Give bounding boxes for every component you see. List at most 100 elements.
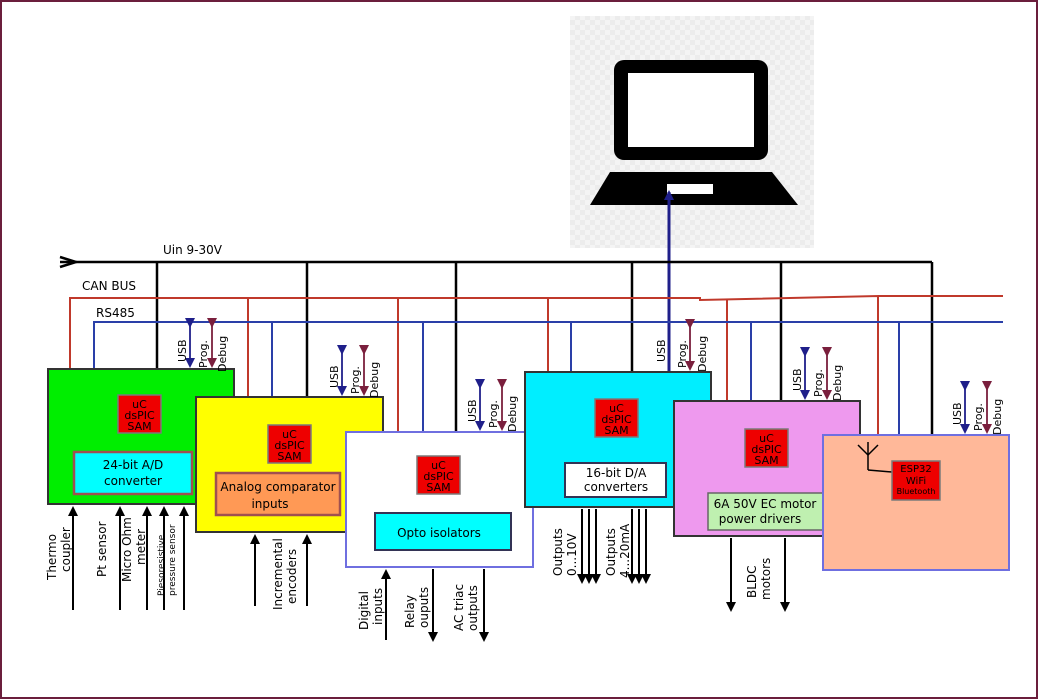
prog-label: Prog. [349, 366, 362, 394]
opto-io-ouputs: ouputs [417, 587, 431, 628]
mcu-label-2: dsPIC [423, 470, 454, 483]
module-opto: uC dsPIC SAM Opto isolators [345, 431, 534, 568]
can-bus [69, 294, 1003, 435]
prog-label: Prog. [812, 369, 825, 397]
comparator-function-line2: inputs [251, 497, 288, 511]
dac-usb-prog: USB Prog. Debug [655, 319, 709, 372]
motor-output-arrows [726, 538, 790, 612]
comparator-function-line1: Analog comparator [220, 480, 335, 494]
debug-label: Debug [696, 336, 709, 372]
laptop-icon [570, 16, 814, 248]
encoders-label-1: Incremental [271, 538, 285, 610]
mcu-label-1: uC [431, 459, 446, 472]
rs485-bus [93, 321, 1003, 435]
dac-output-range-2: 4...20mA [618, 523, 632, 578]
opto-io-relay: Relay [403, 595, 417, 628]
adc-usb-prog: USB Prog. Debug [176, 318, 229, 372]
dac-output-label-1: Outputs [551, 528, 565, 576]
uin-label: Uin 9-30V [163, 243, 223, 257]
opto-io-digital: Digital [357, 591, 371, 630]
motor-function-line2: power drivers [719, 512, 801, 526]
adc-function-box [72, 450, 194, 496]
debug-label: Debug [831, 365, 844, 401]
dac-function-box [564, 462, 667, 498]
dac-function-line2: converters [584, 480, 648, 494]
dac-output-range-1: 0...10V [565, 533, 579, 576]
adc-input-coupler: coupler [59, 527, 73, 572]
motor-usb-prog: USB Prog. Debug [791, 347, 844, 401]
mcu-label-1: uC [132, 398, 147, 411]
opto-io-inputs: inputs [371, 588, 385, 625]
mcu-label-3: SAM [127, 420, 151, 433]
usb-label: USB [951, 402, 964, 425]
usb-label: USB [791, 368, 804, 391]
mcu-label-3: SAM [604, 424, 628, 437]
comparator-usb-prog: USB Prog. Debug [328, 345, 381, 398]
power-bus [59, 255, 934, 435]
adc-function-line2: converter [104, 474, 162, 488]
adc-input-arrows [68, 506, 189, 610]
antenna-icon [857, 442, 879, 470]
mcu-label-3: SAM [277, 450, 301, 463]
can-bus-label: CAN BUS [82, 279, 136, 293]
opto-function-box [374, 512, 512, 551]
opto-io-actriac: AC triac [452, 584, 466, 631]
debug-label: Debug [216, 336, 229, 372]
mcu-chip [744, 428, 789, 468]
prog-label: Prog. [676, 340, 689, 368]
module-motor: uC dsPIC SAM 6A 50V EC motor power drive… [673, 400, 861, 537]
mcu-label-2: dsPIC [124, 409, 155, 422]
mcu-label-1: uC [282, 428, 297, 441]
prog-label: Prog. [972, 403, 985, 431]
mcu-chip [416, 455, 461, 495]
esp32-label-2: WiFi [906, 476, 926, 487]
adc-input-thermo: Thermo [45, 534, 59, 581]
mcu-label-1: uC [759, 432, 774, 445]
prog-label: Prog. [197, 340, 210, 368]
opto-function-label: Opto isolators [397, 526, 481, 540]
mcu-label-1: uC [609, 402, 624, 415]
mcu-chip [117, 394, 162, 434]
dac-function-line1: 16-bit D/A [586, 466, 647, 480]
usb-label: USB [655, 339, 668, 362]
mcu-label-2: dsPIC [274, 439, 305, 452]
adc-input-pressure: pressure sensor [168, 524, 178, 596]
comparator-input-arrows [250, 534, 312, 606]
rs485-label: RS485 [96, 306, 135, 320]
esp32-label-3: Bluetooth [897, 487, 936, 496]
debug-label: Debug [506, 396, 519, 432]
mcu-label-2: dsPIC [601, 413, 632, 426]
usb-label: USB [328, 365, 341, 388]
mcu-chip [594, 398, 639, 438]
mcu-label-2: dsPIC [751, 443, 782, 456]
adc-input-piezo: Piesoresistive [157, 534, 167, 596]
adc-input-micro: Micro Ohm [120, 517, 134, 582]
prog-label: Prog. [487, 400, 500, 428]
dac-output-label-2: Outputs [604, 528, 618, 576]
motor-output-label-2: motors [759, 558, 773, 600]
encoders-label-2: encoders [285, 549, 299, 604]
mcu-label-3: SAM [426, 481, 450, 494]
esp32-label-1: ESP32 [900, 464, 931, 475]
adc-function-line1: 24-bit A/D [103, 458, 164, 472]
esp32-chip [891, 460, 941, 501]
opto-io-outputs: outputs [466, 585, 480, 631]
esp32-usb-prog: USB Prog. Debug [951, 381, 1004, 435]
debug-label: Debug [368, 362, 381, 398]
adc-input-pt: Pt sensor [95, 521, 109, 577]
comparator-function-box [214, 471, 342, 517]
adc-input-meter: meter [134, 529, 148, 565]
debug-label: Debug [991, 399, 1004, 435]
dac-output-arrows [577, 509, 651, 584]
module-esp32: ESP32 WiFi Bluetooth [822, 434, 1010, 571]
usb-label: USB [466, 399, 479, 422]
usb-label: USB [176, 339, 189, 362]
opto-usb-prog: USB Prog. Debug [466, 379, 519, 432]
mcu-chip [267, 424, 312, 464]
mcu-label-3: SAM [754, 454, 778, 467]
opto-io-arrows [381, 569, 489, 642]
motor-output-label-1: BLDC [745, 565, 759, 598]
motor-function-line1: 6A 50V EC motor [714, 497, 817, 511]
